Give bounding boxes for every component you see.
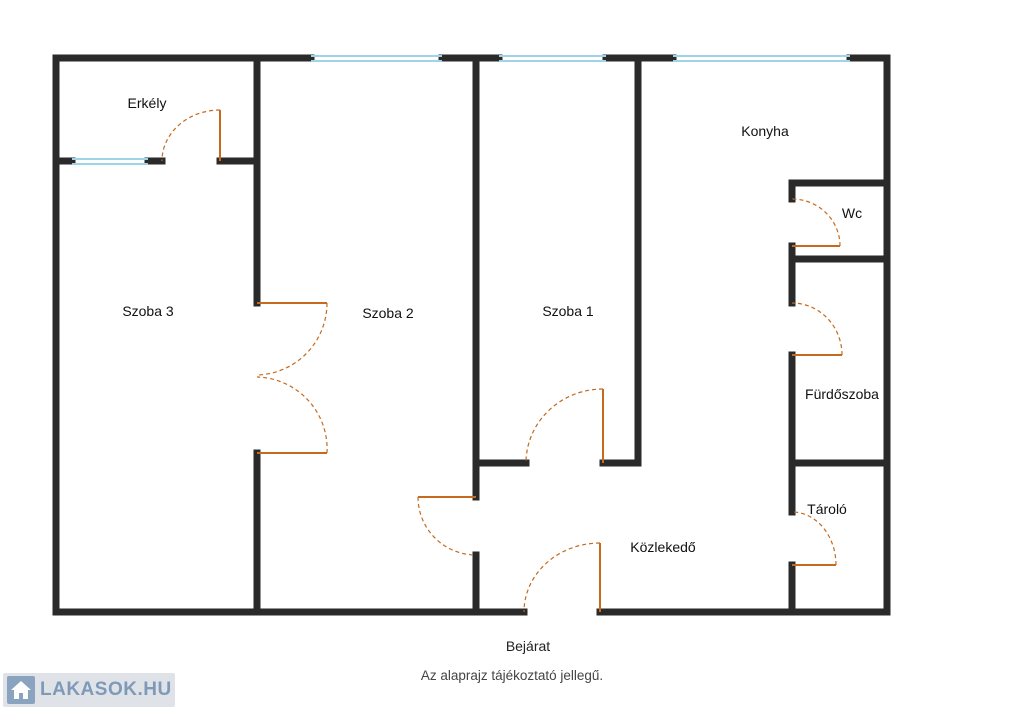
doors — [161, 109, 843, 613]
room-label-szoba3: Szoba 3 — [122, 303, 174, 319]
disclaimer-text: Az alaprajz tájékoztató jellegű. — [421, 668, 603, 683]
lakasok-logo[interactable]: LAKASOK.HU — [3, 673, 175, 707]
room-label-szoba1: Szoba 1 — [542, 303, 594, 319]
logo-text: LAKASOK.HU — [40, 679, 172, 700]
door-storage — [791, 511, 837, 566]
windows — [72, 55, 850, 165]
room-label-kozlekedo: Közlekedő — [630, 539, 696, 555]
room-label-szoba2: Szoba 2 — [362, 305, 414, 321]
room-label-konyha: Konyha — [741, 123, 789, 139]
door-balcony — [161, 109, 221, 162]
door-entrance — [523, 542, 601, 613]
room-label-tarolo: Tároló — [807, 501, 847, 517]
room-label-wc: Wc — [842, 205, 862, 221]
door-wc — [791, 198, 841, 247]
room-label-furdoszoba: Fürdőszoba — [805, 386, 879, 402]
entrance-label: Bejárat — [506, 638, 550, 654]
door-szoba3-szoba2 — [256, 302, 328, 454]
door-szoba1 — [525, 388, 604, 464]
door-bathroom — [791, 302, 843, 356]
room-label-erkely: Erkély — [128, 95, 167, 111]
door-szoba2-kozlekedo — [417, 496, 477, 556]
house-icon — [7, 676, 35, 704]
walls — [52, 54, 891, 616]
